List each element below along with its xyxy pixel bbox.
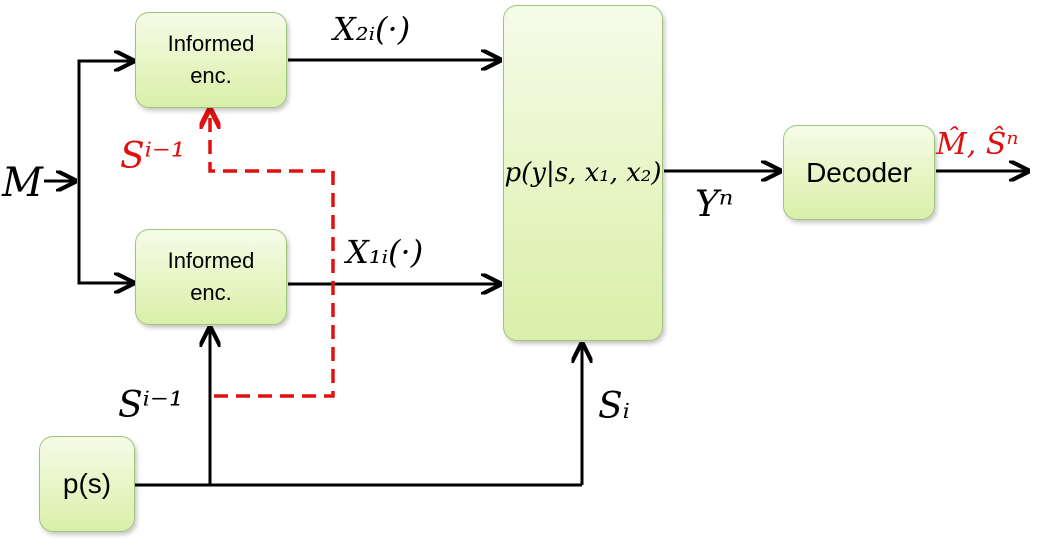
decoder-block: Decoder [783,125,935,220]
channel-label: p(y|s, x₁, x₂) [504,158,662,188]
encoder-1-label: Informed enc. [167,248,255,305]
informed-encoder-1: Informed enc. [135,229,287,325]
feedback-path [210,110,335,398]
feedback-state-label: Sⁱ⁻¹ [120,136,186,177]
x2-label: X₂ᵢ(·) [333,10,411,48]
informed-encoder-2: Informed enc. [135,12,287,108]
output-label: Yⁿ [695,184,734,225]
state-past-label: Sⁱ⁻¹ [118,385,184,426]
decoder-label: Decoder [806,156,912,188]
message-label: M [2,160,43,206]
state-source-label: p(s) [62,468,112,499]
channel-block: p(y|s, x₁, x₂) [503,5,663,341]
state-current-label: Sᵢ [598,386,630,427]
estimate-label: M̂, Ŝⁿ [936,127,1019,162]
x1-label: X₁ᵢ(·) [346,233,424,271]
message-split-lower [77,181,133,283]
message-split [77,61,133,181]
state-source-block: p(s) [39,436,135,532]
encoder-2-label: Informed enc. [167,31,255,88]
